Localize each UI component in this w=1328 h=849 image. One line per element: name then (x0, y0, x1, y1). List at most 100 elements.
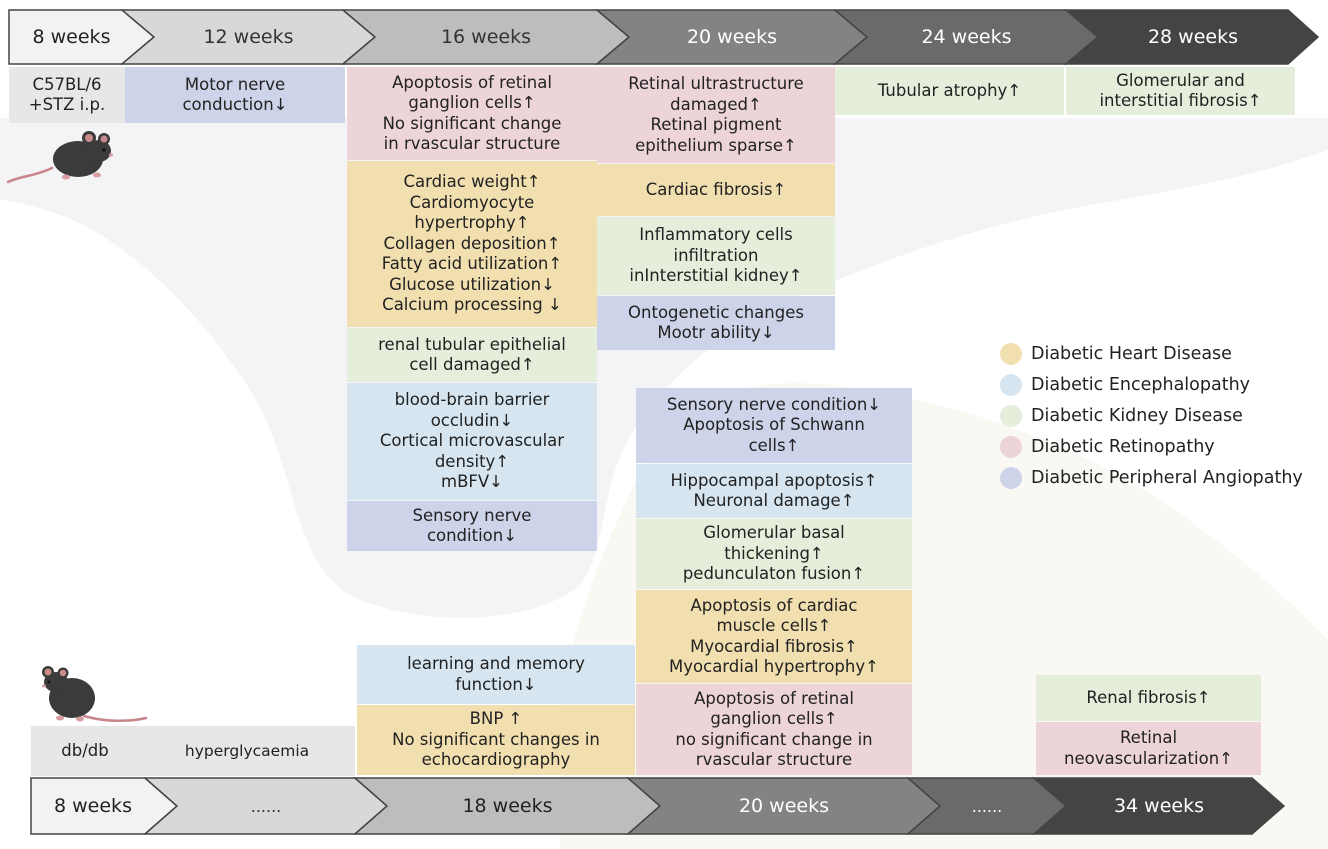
w20-heart-box: Cardiac fibrosis↑ (597, 164, 835, 216)
legend-item-encephalopathy: Diabetic Encephalopathy (1000, 369, 1303, 400)
finding-line: conduction↓ (182, 95, 288, 114)
mouse-icon-bottom (42, 666, 148, 722)
finding-line: No significant change (382, 113, 562, 133)
top-stage-label-20w: 20 weeks (686, 26, 778, 48)
finding-line: Apoptosis of retinal (694, 688, 854, 708)
finding-line: infiltration (673, 245, 759, 265)
finding-line: Renal fibrosis↑ (1086, 687, 1211, 707)
w16-kidney-box: renal tubular epithelial cell damaged↑ (347, 328, 597, 382)
b18-heart-box: BNP ↑ No significant changes in echocard… (357, 705, 635, 775)
bottom-stage-label-8w: 8 weeks (54, 795, 132, 817)
bottom-stage-label-18w: 18 weeks (462, 795, 553, 817)
finding-line: inInterstitial kidney↑ (629, 266, 803, 286)
legend-swatch (1000, 435, 1022, 458)
top-timeline (8, 9, 1320, 65)
finding-line: Glucose utilization↓ (389, 274, 555, 294)
legend-swatch (1000, 404, 1022, 427)
finding-line: Ontogenetic changes (628, 302, 804, 322)
top-stage-label-8w: 8 weeks (32, 26, 111, 48)
model-box-dbdb: db/db (31, 726, 139, 776)
finding-line: Glomerular and (1116, 70, 1245, 90)
finding-line: Sensory nerve (412, 505, 532, 525)
finding-line: Apoptosis of cardiac (690, 595, 858, 615)
model-box-stz: C57BL/6 +STZ i.p. (9, 67, 125, 123)
legend-swatch (1000, 342, 1022, 365)
finding-line: blood-brain barrier (394, 390, 550, 410)
top-background-blob (0, 118, 1328, 618)
finding-line: no significant change in (675, 729, 873, 749)
finding-line: hypertrophy↑ (414, 213, 530, 233)
w12-motor-box: Motor nerve conduction↓ (125, 67, 345, 123)
finding-line: Retinal (1119, 728, 1178, 747)
finding-line: mBFV↓ (441, 472, 503, 492)
mouse-icon-top (6, 131, 113, 184)
legend-label: Diabetic Heart Disease (1031, 343, 1232, 364)
finding-line: Cardiac fibrosis↑ (645, 179, 787, 199)
b20-heart-box: Apoptosis of cardiac muscle cells↑ Myoca… (636, 590, 912, 683)
finding-line: condition↓ (426, 526, 518, 545)
finding-line: Collagen deposition↑ (383, 233, 561, 253)
finding-line: Sensory nerve condition↓ (666, 394, 882, 414)
finding-line: thickening↑ (724, 543, 824, 563)
w16-heart-box: Cardiac weight↑ Cardiomyocyte hypertroph… (347, 161, 597, 327)
b20-retinopathy-box: Apoptosis of retinal ganglion cells↑ no … (636, 684, 912, 775)
b18-encephalopathy-box: learning and memory function↓ (357, 645, 635, 704)
finding-line: in rvascular structure (383, 134, 561, 153)
legend-item-angiopathy: Diabetic Peripheral Angiopathy (1000, 462, 1303, 493)
finding-line: Myocardial fibrosis↑ (690, 636, 858, 656)
phase-line: hyperglycaemia (184, 741, 310, 760)
b20-kidney-box: Glomerular basal thickening↑ pedunculato… (636, 519, 912, 589)
finding-line: learning and memory (407, 654, 585, 673)
finding-line: Cardiomyocyte (409, 192, 535, 212)
model-line: db/db (61, 740, 109, 760)
model-line: C57BL/6 (32, 74, 102, 94)
top-stage-label-12w: 12 weeks (203, 26, 294, 48)
legend-swatch (1000, 373, 1022, 396)
top-stage-label-24w: 24 weeks (921, 26, 1012, 48)
legend-label: Diabetic Kidney Disease (1031, 405, 1243, 426)
b34-retinopathy-box: Retinal neovascularization↑ (1036, 722, 1261, 775)
legend-item-heart: Diabetic Heart Disease (1000, 338, 1303, 369)
legend-label: Diabetic Encephalopathy (1031, 374, 1251, 395)
model-line: +STZ i.p. (28, 95, 106, 114)
finding-line: Inflammatory cells (639, 225, 793, 245)
w16-angiopathy-box: Sensory nerve condition↓ (347, 501, 597, 551)
finding-line: epithelium sparse↑ (635, 135, 797, 155)
finding-line: echocardiography (421, 750, 571, 770)
finding-line: occludin↓ (430, 410, 514, 430)
finding-line: cells↑ (748, 435, 800, 455)
bottom-stage-arrow-34w (1032, 777, 1286, 835)
finding-line: rvascular structure (695, 750, 853, 769)
finding-line: No significant changes in (392, 729, 600, 749)
legend-item-retinopathy: Diabetic Retinopathy (1000, 431, 1303, 462)
finding-line: function↓ (455, 674, 537, 694)
bottom-stage-label-gap1: ...... (250, 796, 282, 816)
finding-line: renal tubular epithelial (378, 334, 566, 354)
b34-kidney-box: Renal fibrosis↑ (1036, 675, 1261, 721)
finding-line: cell damaged↑ (409, 355, 535, 374)
w16-encephalopathy-box: blood-brain barrier occludin↓ Cortical m… (347, 383, 597, 500)
finding-line: Apoptosis of Schwann (683, 415, 865, 435)
finding-line: ganglion cells↑ (710, 709, 838, 728)
top-stage-arrow-28w (1063, 9, 1320, 65)
phase-box-hyperglycaemia: hyperglycaemia (139, 726, 355, 776)
w24-kidney-box: Tubular atrophy↑ (835, 67, 1064, 115)
finding-line: Glomerular basal (703, 523, 845, 543)
finding-line: Retinal ultrastructure (628, 74, 804, 93)
finding-line: Mootr ability↓ (657, 323, 775, 342)
finding-line: Neuronal damage↑ (693, 491, 855, 510)
finding-line: Calcium processing ↓ (382, 295, 562, 315)
top-stage-label-28w: 28 weeks (1147, 26, 1239, 48)
finding-line: Fatty acid utilization↑ (381, 254, 563, 274)
finding-line: Apoptosis of retinal (392, 72, 552, 92)
top-stage-label-16w: 16 weeks (440, 26, 532, 48)
w20-kidney-box: Inflammatory cells infiltration inInters… (597, 217, 835, 295)
b20-encephalopathy-box: Hippocampal apoptosis↑ Neuronal damage↑ (636, 464, 912, 518)
finding-line: Retinal pigment (650, 115, 782, 134)
finding-line: Tubular atrophy↑ (877, 80, 1022, 100)
finding-line: interstitial fibrosis↑ (1099, 91, 1262, 110)
finding-line: Cardiac weight↑ (403, 172, 541, 192)
legend-label: Diabetic Retinopathy (1031, 436, 1215, 457)
finding-line: Myocardial hypertrophy↑ (669, 657, 879, 676)
